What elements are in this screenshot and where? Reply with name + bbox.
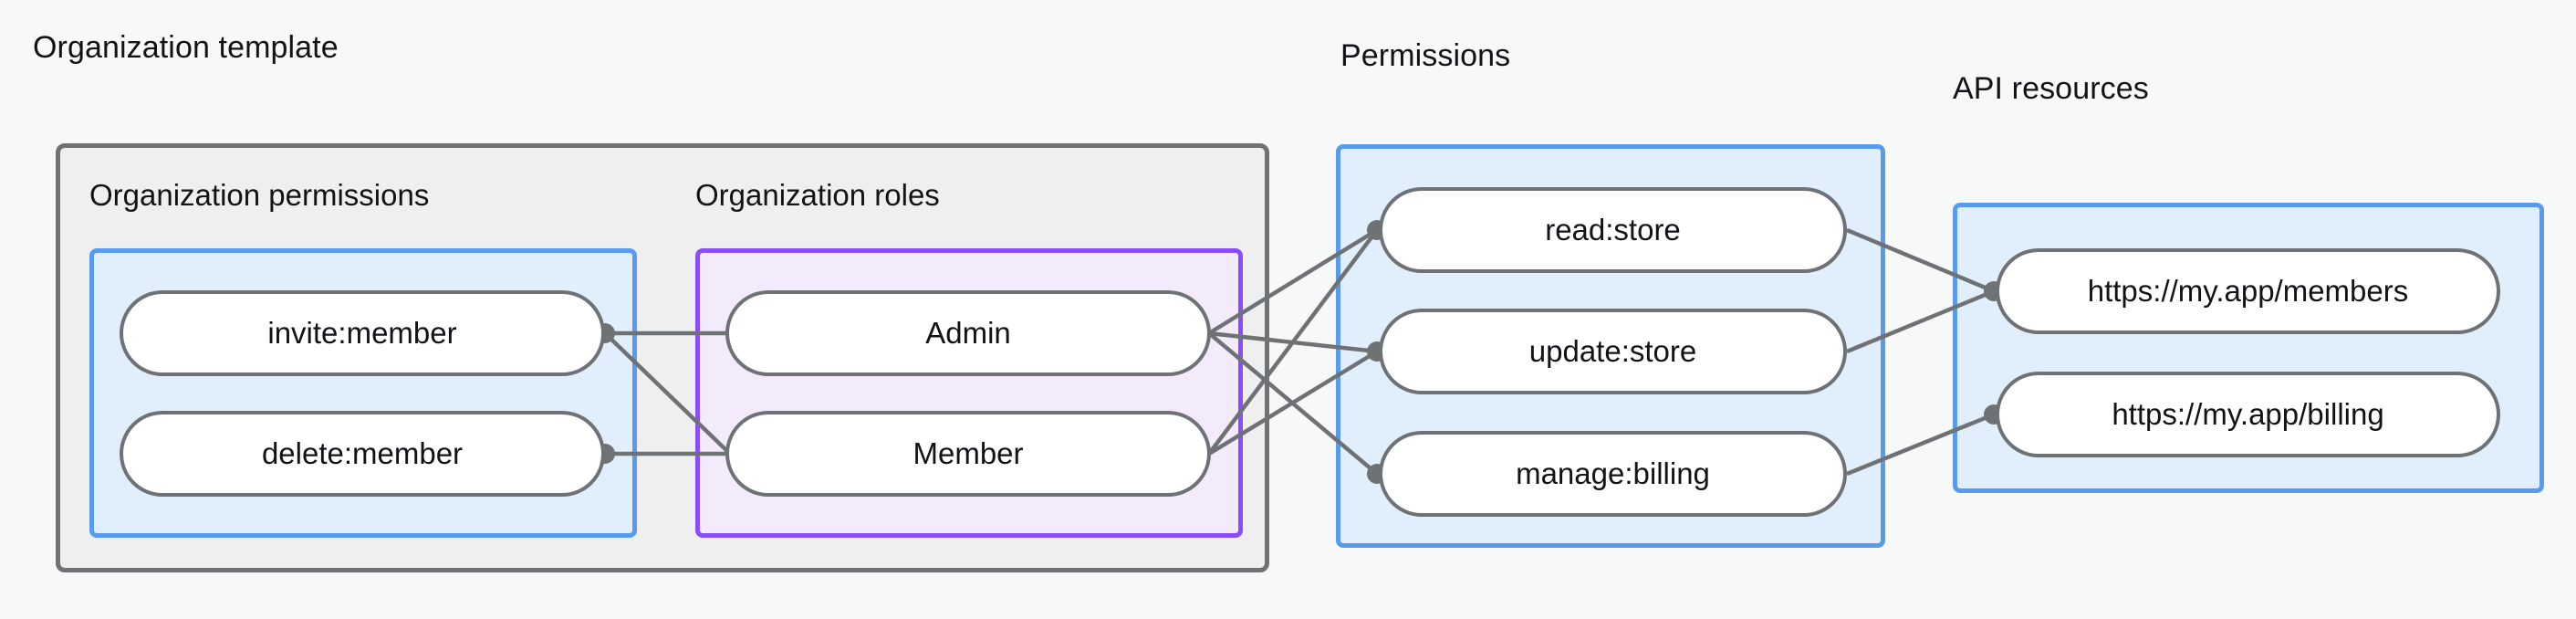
- node-update-store[interactable]: update:store: [1379, 309, 1847, 394]
- node-delete-member-label: delete:member: [261, 436, 464, 470]
- node-billing-url-label: https://my.app/billing: [2112, 397, 2384, 431]
- node-read-store-label: read:store: [1545, 213, 1681, 247]
- sublabel-organization-roles: Organization roles: [695, 178, 940, 212]
- node-members-url-label: https://my.app/members: [2087, 274, 2409, 308]
- node-members-url[interactable]: https://my.app/members: [1996, 248, 2500, 334]
- node-read-store[interactable]: read:store: [1379, 187, 1847, 273]
- group-label-organization-template: Organization template: [33, 30, 339, 65]
- node-invite-member-label: invite:member: [267, 316, 457, 350]
- node-member-label: Member: [913, 436, 1024, 470]
- node-delete-member[interactable]: delete:member: [120, 411, 605, 497]
- node-invite-member[interactable]: invite:member: [120, 290, 605, 376]
- sublabel-organization-permissions: Organization permissions: [89, 178, 430, 212]
- node-manage-billing[interactable]: manage:billing: [1379, 431, 1847, 517]
- node-admin[interactable]: Admin: [725, 290, 1211, 376]
- node-member[interactable]: Member: [725, 411, 1211, 497]
- node-admin-label: Admin: [925, 316, 1011, 350]
- node-billing-url[interactable]: https://my.app/billing: [1996, 372, 2500, 457]
- group-label-permissions: Permissions: [1340, 38, 1511, 73]
- node-manage-billing-label: manage:billing: [1516, 456, 1710, 490]
- group-label-api-resources: API resources: [1953, 71, 2149, 106]
- node-update-store-label: update:store: [1528, 334, 1697, 368]
